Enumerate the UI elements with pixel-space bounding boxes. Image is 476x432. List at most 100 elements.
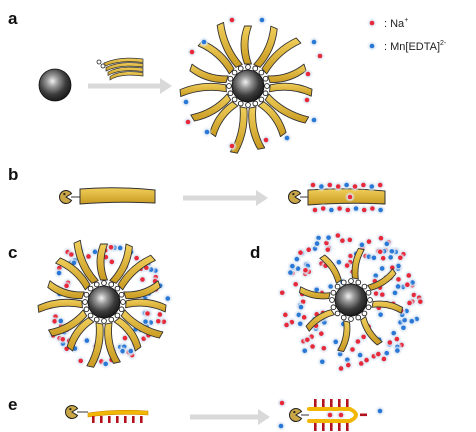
ligand-ribbon	[47, 280, 85, 300]
ligand-strand	[109, 71, 144, 81]
ligand-ribbon	[371, 300, 404, 314]
mn-edta-ion	[392, 281, 404, 292]
pendant-group	[360, 413, 367, 417]
pendant-group	[322, 399, 325, 407]
sodium-ion	[280, 309, 291, 321]
sodium-ion	[359, 204, 370, 216]
sodium-ion	[260, 134, 272, 146]
panel-a-assembly	[38, 14, 326, 154]
sodium-ion	[377, 289, 388, 300]
mn-edta-ion	[308, 114, 320, 126]
mn-edta-ion	[162, 293, 173, 304]
mn-edta-ion	[180, 96, 192, 108]
sodium-ion	[324, 409, 336, 421]
mn-edta-ion	[317, 356, 328, 367]
ligand-ribbon	[367, 268, 397, 291]
ligand-ribbon	[86, 322, 104, 368]
sodium-ion	[344, 191, 356, 203]
sodium-ion	[335, 409, 347, 421]
sodium-ion	[300, 265, 311, 276]
sodium-ion	[375, 233, 387, 244]
sodium-ion	[375, 179, 386, 191]
pendant-group	[330, 423, 333, 431]
reaction-arrows	[88, 78, 270, 425]
ligand-ribbon	[113, 317, 142, 352]
mn-edta-ion	[323, 232, 334, 243]
mn-edta-dot	[366, 40, 378, 52]
sodium-ion	[402, 279, 413, 290]
mn-edta-ion	[350, 203, 362, 214]
pendant-group	[338, 423, 341, 431]
sodium-dot	[366, 17, 378, 29]
pendant-group	[346, 399, 349, 407]
right-arrow-icon	[88, 78, 172, 94]
ligand-ribbon	[73, 239, 99, 284]
mn-edta-ion	[125, 345, 136, 357]
ligand-ribbon	[109, 243, 133, 284]
sodium-ion	[358, 179, 369, 191]
sodium-ion	[375, 246, 386, 257]
sodium-ion	[334, 203, 345, 214]
pacman-anchor-icon	[65, 405, 79, 419]
pendant-group	[322, 423, 325, 431]
ligand-ribbon	[253, 25, 278, 68]
mn-edta-ion	[55, 315, 66, 327]
anchor-bead	[96, 59, 102, 65]
functionalized-sphere	[82, 280, 126, 324]
sodium-ion	[318, 343, 330, 354]
mn-edta-ion	[308, 36, 320, 48]
sodium-ion	[290, 279, 301, 290]
ligand-ribbon	[117, 254, 156, 291]
pendant-group	[100, 416, 103, 423]
pendant-group	[92, 416, 95, 423]
sodium-ion	[343, 359, 354, 371]
sodium-ion	[324, 179, 335, 191]
mn-edta-ion	[299, 345, 310, 356]
mn-edta-ion	[198, 36, 210, 48]
panel-c-cluster	[37, 239, 173, 370]
mn-edta-ion	[295, 301, 307, 313]
sodium-ion	[373, 348, 384, 360]
sodium-ion	[119, 332, 131, 344]
sodium-ion	[153, 316, 164, 327]
sodium-ion	[318, 203, 329, 214]
pendant-group	[346, 423, 349, 431]
mn-edta-ion	[53, 267, 65, 279]
mn-edta-ion	[295, 318, 306, 329]
sodium-ion	[337, 235, 348, 246]
mn-edta-ion	[356, 239, 368, 251]
sodium-ion	[303, 244, 314, 255]
panel-e-polymer	[65, 397, 386, 432]
panel-d-cluster	[277, 230, 426, 374]
sodium-ion	[137, 274, 148, 285]
legend-sodium-label: : Na+	[384, 17, 408, 30]
mn-edta-ion	[385, 252, 396, 263]
legend: : Na+ : Mn[EDTA]2-	[366, 17, 447, 53]
mn-edta-ion	[392, 345, 403, 356]
sodium-ion	[342, 204, 353, 216]
sodium-ion	[415, 296, 426, 307]
mn-edta-ion	[256, 14, 268, 26]
sodium-ion	[347, 344, 358, 355]
pendant-group	[124, 416, 127, 423]
mn-edta-ion	[366, 181, 377, 192]
sodium-ion	[226, 140, 238, 152]
gold-core-sphere-icon	[231, 69, 265, 103]
sodium-ion	[186, 46, 198, 58]
ligand-bundle-icon	[96, 57, 144, 81]
ligand-strand	[103, 57, 144, 68]
panel-label-d: d	[250, 243, 260, 262]
mn-edta-ion	[374, 405, 386, 417]
metal-sphere-icon	[38, 68, 72, 102]
ligand-ribbon	[248, 106, 266, 150]
mn-edta-ion	[114, 242, 126, 254]
ligand-ribbon	[298, 286, 331, 300]
sodium-ion	[61, 280, 72, 292]
sodium-ion	[367, 203, 378, 214]
pendant-group	[314, 399, 317, 407]
sodium-ion	[316, 328, 327, 339]
ligand-ribbon	[269, 82, 313, 97]
sodium-ion	[302, 334, 313, 345]
sodium-ion	[302, 68, 314, 80]
